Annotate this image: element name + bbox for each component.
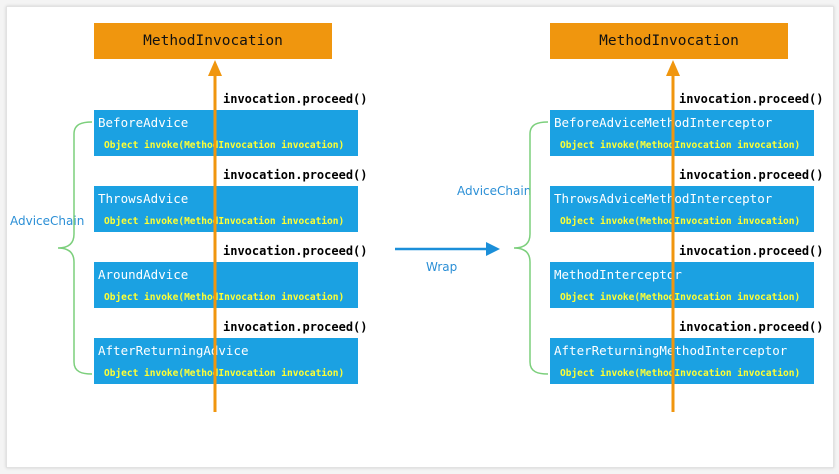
left-advice-chain-label: AdviceChain <box>10 214 85 228</box>
left-advice-box-around: AroundAdvice Object invoke(MethodInvocat… <box>94 262 358 308</box>
right-advice-box-throws: ThrowsAdviceMethodInterceptor Object inv… <box>550 186 814 232</box>
right-proceed-label-1: invocation.proceed() <box>679 92 824 106</box>
right-advice-signature-interceptor: Object invoke(MethodInvocation invocatio… <box>560 292 801 303</box>
left-method-invocation-label: MethodInvocation <box>143 33 283 49</box>
left-advice-signature-after-returning: Object invoke(MethodInvocation invocatio… <box>104 368 345 379</box>
right-advice-signature-throws: Object invoke(MethodInvocation invocatio… <box>560 216 801 227</box>
left-advice-box-after-returning: AfterReturningAdvice Object invoke(Metho… <box>94 338 358 384</box>
wrap-arrow <box>395 242 500 256</box>
left-advice-signature-before: Object invoke(MethodInvocation invocatio… <box>104 140 345 151</box>
left-proceed-label-2: invocation.proceed() <box>223 168 368 182</box>
right-advice-name-interceptor: MethodInterceptor <box>554 267 682 282</box>
right-advice-chain-label: AdviceChain <box>457 184 532 198</box>
right-advice-name-before: BeforeAdviceMethodInterceptor <box>554 115 773 130</box>
left-advice-name-after-returning: AfterReturningAdvice <box>98 343 249 358</box>
left-advice-signature-throws: Object invoke(MethodInvocation invocatio… <box>104 216 345 227</box>
left-advice-name-before: BeforeAdvice <box>98 115 189 130</box>
left-brace <box>57 121 93 375</box>
right-advice-box-interceptor: MethodInterceptor Object invoke(MethodIn… <box>550 262 814 308</box>
right-advice-box-after-returning: AfterReturningMethodInterceptor Object i… <box>550 338 814 384</box>
right-method-invocation-box: MethodInvocation <box>550 23 788 59</box>
left-advice-box-throws: ThrowsAdvice Object invoke(MethodInvocat… <box>94 186 358 232</box>
right-advice-signature-before: Object invoke(MethodInvocation invocatio… <box>560 140 801 151</box>
diagram-canvas <box>6 6 834 468</box>
left-method-invocation-box: MethodInvocation <box>94 23 332 59</box>
left-proceed-label-3: invocation.proceed() <box>223 244 368 258</box>
left-proceed-label-1: invocation.proceed() <box>223 92 368 106</box>
wrap-label: Wrap <box>426 260 458 274</box>
right-method-invocation-label: MethodInvocation <box>599 33 739 49</box>
right-proceed-label-4: invocation.proceed() <box>679 320 824 334</box>
left-proceed-label-4: invocation.proceed() <box>223 320 368 334</box>
right-advice-signature-after-returning: Object invoke(MethodInvocation invocatio… <box>560 368 801 379</box>
left-advice-name-around: AroundAdvice <box>98 267 189 282</box>
left-advice-box-before: BeforeAdvice Object invoke(MethodInvocat… <box>94 110 358 156</box>
right-advice-name-throws: ThrowsAdviceMethodInterceptor <box>554 191 773 206</box>
left-proceed-arrow <box>208 60 222 412</box>
right-proceed-arrow <box>666 60 680 412</box>
right-advice-box-before: BeforeAdviceMethodInterceptor Object inv… <box>550 110 814 156</box>
right-proceed-label-2: invocation.proceed() <box>679 168 824 182</box>
right-advice-name-after-returning: AfterReturningMethodInterceptor <box>554 343 788 358</box>
right-brace <box>513 121 549 375</box>
left-advice-name-throws: ThrowsAdvice <box>98 191 189 206</box>
left-advice-signature-around: Object invoke(MethodInvocation invocatio… <box>104 292 345 303</box>
right-proceed-label-3: invocation.proceed() <box>679 244 824 258</box>
